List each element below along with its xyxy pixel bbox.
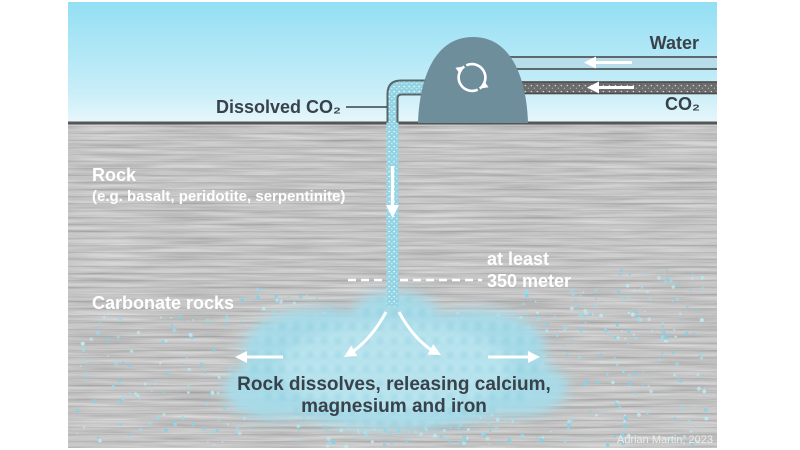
- water-label: Water: [649, 33, 699, 53]
- rock-label: Rock (e.g. basalt, peridotite, serpentin…: [92, 164, 345, 208]
- dissolution-plume: [223, 291, 568, 430]
- water-flow-arrow-icon: [584, 56, 632, 69]
- depth-label-line2: 350 meter: [487, 271, 572, 291]
- depth-label-line1: at least: [487, 249, 550, 269]
- scene-graphics: [68, 2, 717, 448]
- dissolve-caption: Rock dissolves, releasing calcium, magne…: [214, 374, 574, 417]
- spread-left-curved-arrow-icon: [344, 311, 388, 357]
- dissolve-caption-line1: Rock dissolves, releasing calcium,: [237, 374, 551, 395]
- circulation-icon: [455, 62, 489, 93]
- rock-label-title: Rock: [92, 165, 137, 185]
- co2-flow-arrow-icon: [587, 81, 634, 94]
- dissolve-caption-line2: magnesium and iron: [301, 395, 487, 417]
- rock-label-examples: (e.g. basalt, peridotite, serpentinite): [92, 188, 346, 205]
- flow-arrows: [235, 56, 634, 363]
- injection-down-arrow-icon: [386, 166, 399, 218]
- spread-right-curved-arrow-icon: [397, 311, 441, 355]
- credit: Adrian Martin, 2023: [617, 434, 713, 446]
- spread-left-arrow-icon: [235, 351, 283, 363]
- spread-right-arrow-icon: [488, 351, 540, 363]
- depth-label: at least 350 meter: [487, 248, 571, 292]
- dissolved-co2-label: Dissolved CO₂: [215, 97, 341, 117]
- carbonate-rocks-label: Carbonate rocks: [92, 293, 235, 313]
- co2-label: CO₂: [665, 94, 700, 114]
- geology-scene: [68, 0, 717, 448]
- injection-dome: [418, 37, 528, 123]
